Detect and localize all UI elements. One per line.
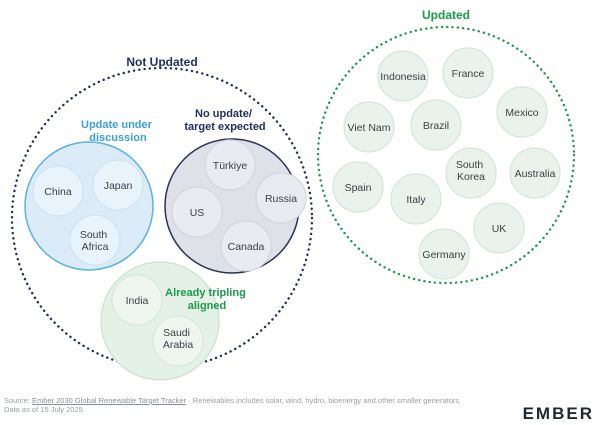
country-label-italy: Italy — [406, 194, 426, 206]
update-under-discussion-title-line2: discussion — [89, 132, 147, 144]
country-label-turkiye: Türkiye — [213, 160, 248, 172]
country-bubble-russia — [255, 172, 307, 224]
country-label-mexico: Mexico — [505, 107, 538, 119]
country-label-south-africa-line1: South — [80, 229, 108, 241]
already-tripling-title: Already tripling aligned — [165, 287, 249, 312]
updated-circle — [316, 25, 576, 285]
footer-source: Source: Ember 2030 Global Renewable Targ… — [4, 396, 504, 414]
country-bubble-turkiye — [204, 139, 256, 191]
country-label-indonesia: Indonesia — [380, 71, 426, 83]
data-date: Data as of 15 July 2025 — [4, 405, 83, 414]
ember-logo: EMBER — [522, 404, 594, 423]
country-bubble-canada — [220, 220, 272, 272]
country-label-south-korea-line1: South — [456, 159, 484, 171]
source-prefix: Source: — [4, 396, 32, 405]
country-bubble-uk — [473, 202, 525, 254]
not-updated-title: Not Updated — [126, 55, 197, 69]
country-bubble-saudi-arabia — [152, 315, 204, 367]
country-bubble-china — [32, 165, 84, 217]
not-updated-circle — [10, 66, 314, 370]
update-under-discussion-title: Update under discussion — [81, 119, 155, 144]
country-label-us: US — [190, 207, 205, 219]
country-bubble-spain — [332, 161, 384, 213]
country-label-saudi-arabia-line1: Saudi — [163, 327, 190, 339]
country-bubble-france — [442, 47, 494, 99]
updated-title: Updated — [422, 8, 470, 22]
country-label-brazil: Brazil — [423, 120, 449, 132]
update-under-discussion-title-line1: Update under — [81, 119, 153, 131]
source-link[interactable]: Ember 2030 Global Renewable Target Track… — [31, 396, 187, 405]
country-label-saudi-arabia-line2: Arabia — [163, 339, 194, 351]
country-bubble-australia — [509, 147, 561, 199]
already-tripling-title-line2: aligned — [188, 300, 227, 312]
country-label-south-korea-line2: Korea — [457, 171, 485, 183]
no-update-title-line2: target expected — [184, 121, 265, 133]
country-bubble-india — [111, 274, 163, 326]
country-label-germany: Germany — [422, 249, 466, 261]
country-label-uk: UK — [492, 223, 507, 235]
no-update-title-line1: No update/ — [195, 108, 252, 120]
country-bubble-viet-nam — [343, 101, 395, 153]
no-update-title: No update/ target expected — [184, 108, 265, 133]
already-tripling-circle — [100, 261, 220, 381]
country-label-france: France — [452, 68, 485, 80]
source-rest: · Renewables includes solar, wind, hydro… — [186, 396, 460, 405]
country-bubble-south-africa — [69, 214, 121, 266]
country-label-south-africa-line2: Africa — [82, 241, 109, 253]
country-label-russia: Russia — [265, 193, 297, 205]
country-bubble-mexico — [496, 86, 548, 138]
country-bubble-south-korea — [445, 147, 497, 199]
updated-country-bubbles — [332, 47, 561, 280]
country-bubble-indonesia — [377, 50, 429, 102]
country-label-japan: Japan — [104, 180, 133, 192]
country-label-china: China — [44, 186, 72, 198]
country-bubble-germany — [418, 228, 470, 280]
already-tripling-title-line1: Already tripling — [165, 287, 246, 299]
country-bubble-us — [171, 186, 223, 238]
country-label-saudi-arabia: Saudi Arabia — [163, 327, 194, 351]
country-label-canada: Canada — [228, 241, 265, 253]
country-label-south-africa: South Africa — [80, 229, 110, 253]
country-label-south-korea: South Korea — [456, 159, 486, 183]
country-label-viet-nam: Viet Nam — [348, 122, 391, 134]
country-bubble-italy — [390, 173, 442, 225]
country-label-australia: Australia — [515, 168, 556, 180]
country-bubble-japan — [92, 159, 144, 211]
country-label-india: India — [126, 295, 149, 307]
country-label-spain: Spain — [345, 182, 372, 194]
country-bubble-brazil — [410, 99, 462, 151]
